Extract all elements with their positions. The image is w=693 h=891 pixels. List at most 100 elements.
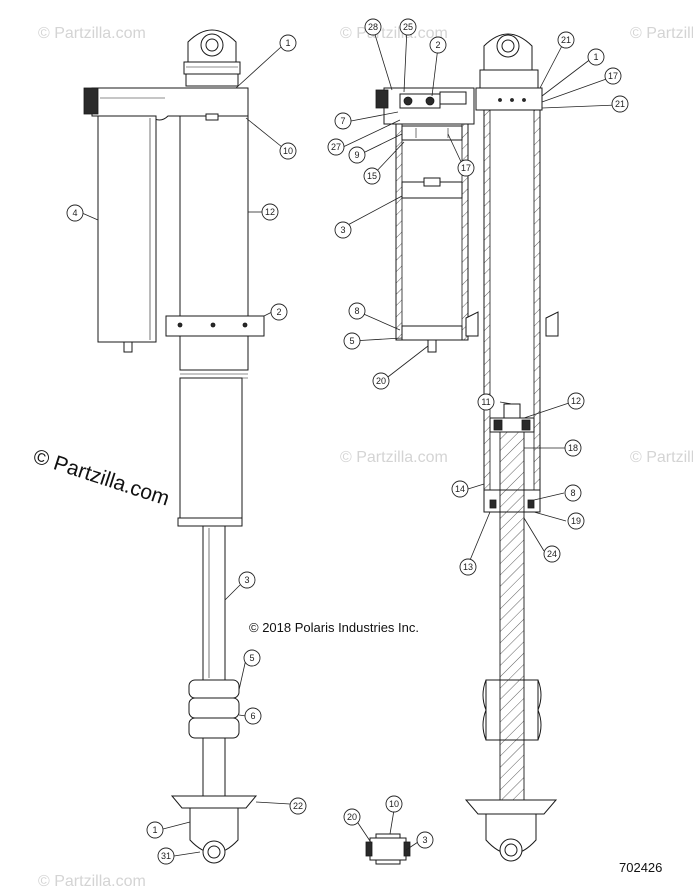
main-body-lower [179, 377, 243, 519]
callout-bubble: 19 [567, 512, 585, 530]
callout-group-bottom: 20 10 3 [343, 795, 434, 849]
callout-bubble: 7 [334, 112, 352, 130]
callout-group-right: 28 25 2 7 27 9 15 17 3 8 5 20 21 1 17 21… [327, 18, 629, 576]
bottom-plate [464, 799, 558, 815]
svg-text:5: 5 [249, 653, 254, 663]
svg-text:19: 19 [571, 516, 581, 526]
svg-text:31: 31 [161, 851, 171, 861]
diagram-number: 702426 [619, 860, 662, 875]
callout-bubble: 27 [327, 138, 345, 156]
body-port [205, 113, 219, 121]
callout-bubble: 20 [372, 372, 390, 390]
callout-bubble: 2 [429, 36, 447, 54]
callout-bubble: 20 [343, 808, 361, 826]
reservoir-cap [83, 87, 99, 115]
callout-bubble: 31 [157, 847, 175, 865]
watermark-text: © Partzilla.com [38, 25, 146, 42]
callout-bubble: 5 [243, 649, 261, 667]
callout-bubble: 8 [564, 484, 582, 502]
callout-bubble: 25 [399, 18, 417, 36]
svg-text:21: 21 [561, 35, 571, 45]
callout-bubble: 18 [564, 439, 582, 457]
callout-bubble: 9 [348, 146, 366, 164]
shaft [202, 525, 226, 681]
reservoir-body [97, 115, 157, 343]
callout-bubble: 14 [451, 480, 469, 498]
svg-text:25: 25 [403, 22, 413, 32]
watermark-text: © Partzilla.com [630, 449, 693, 466]
callout-bubble: 12 [567, 392, 585, 410]
callout-bubble: 15 [363, 167, 381, 185]
watermark-main: © Partzilla.com [30, 445, 172, 511]
watermark-text: © Partzilla.com [38, 873, 146, 890]
svg-text:11: 11 [481, 397, 490, 407]
callout-bubble: 8 [348, 302, 366, 320]
svg-text:10: 10 [389, 799, 399, 809]
callout-bubble: 28 [364, 18, 382, 36]
callout-bubble: 10 [279, 142, 297, 160]
main-body-mid [179, 335, 249, 371]
leader-lines [81, 27, 618, 857]
svg-text:20: 20 [376, 376, 386, 386]
svg-text:8: 8 [570, 488, 575, 498]
callout-bubble: 1 [146, 821, 164, 839]
callout-bubble: 11 [477, 393, 495, 411]
shaft-lower [202, 737, 226, 797]
callout-bubble: 17 [457, 159, 475, 177]
callout-bubble: 5 [343, 332, 361, 350]
copyright-notice: © 2018 Polaris Industries Inc. [249, 620, 419, 635]
svg-text:20: 20 [347, 812, 357, 822]
callout-bubble: 3 [334, 221, 352, 239]
callout-bubble: 10 [385, 795, 403, 813]
right-shock-cutaway [375, 33, 559, 862]
svg-text:1: 1 [152, 825, 157, 835]
shaft-cutaway [499, 431, 525, 813]
callout-bubble: 24 [543, 545, 561, 563]
svg-text:6: 6 [250, 711, 255, 721]
eyelet-collar [183, 61, 241, 75]
svg-text:3: 3 [340, 225, 345, 235]
callout-bubble: 2 [270, 303, 288, 321]
callout-bubble: 3 [416, 831, 434, 849]
svg-text:18: 18 [568, 443, 578, 453]
svg-text:12: 12 [571, 396, 581, 406]
bearing-housing [369, 837, 407, 861]
svg-text:27: 27 [331, 142, 341, 152]
svg-text:8: 8 [354, 306, 359, 316]
svg-text:10: 10 [283, 146, 293, 156]
svg-text:7: 7 [340, 116, 345, 126]
callout-bubble: 21 [611, 95, 629, 113]
watermark-text: © Partzilla.com [340, 449, 448, 466]
bottom-eyelet-bore [207, 845, 221, 859]
left-shock-assembly [83, 29, 265, 864]
body-seal-cap [177, 517, 243, 527]
eyelet-bore [205, 38, 219, 52]
svg-text:12: 12 [265, 207, 275, 217]
callout-bubble: 22 [289, 797, 307, 815]
reservoir-cap-inner [401, 125, 463, 141]
bump-stop-middle [188, 697, 240, 719]
callout-bubble: 4 [66, 204, 84, 222]
callout-bubble: 3 [238, 571, 256, 589]
reservoir-bridge [91, 87, 249, 121]
callout-bubble: 1 [587, 48, 605, 66]
callout-bubble: 1 [279, 34, 297, 52]
bump-stop-lower [188, 717, 240, 739]
bearing-kit [365, 833, 411, 865]
svg-text:3: 3 [422, 835, 427, 845]
callout-bubble: 17 [604, 67, 622, 85]
watermark-text: © Partzilla.com [630, 25, 693, 42]
callout-bubble: 6 [244, 707, 262, 725]
head-block [475, 87, 543, 111]
svg-text:21: 21 [615, 99, 625, 109]
svg-text:9: 9 [354, 150, 359, 160]
svg-text:14: 14 [455, 484, 465, 494]
callout-bubble: 13 [459, 558, 477, 576]
svg-text:17: 17 [608, 71, 618, 81]
callout-bubble: 21 [557, 31, 575, 49]
svg-text:17: 17 [461, 163, 471, 173]
bump-stop-upper [188, 679, 240, 699]
svg-text:1: 1 [285, 38, 290, 48]
eyelet-base [185, 73, 239, 87]
